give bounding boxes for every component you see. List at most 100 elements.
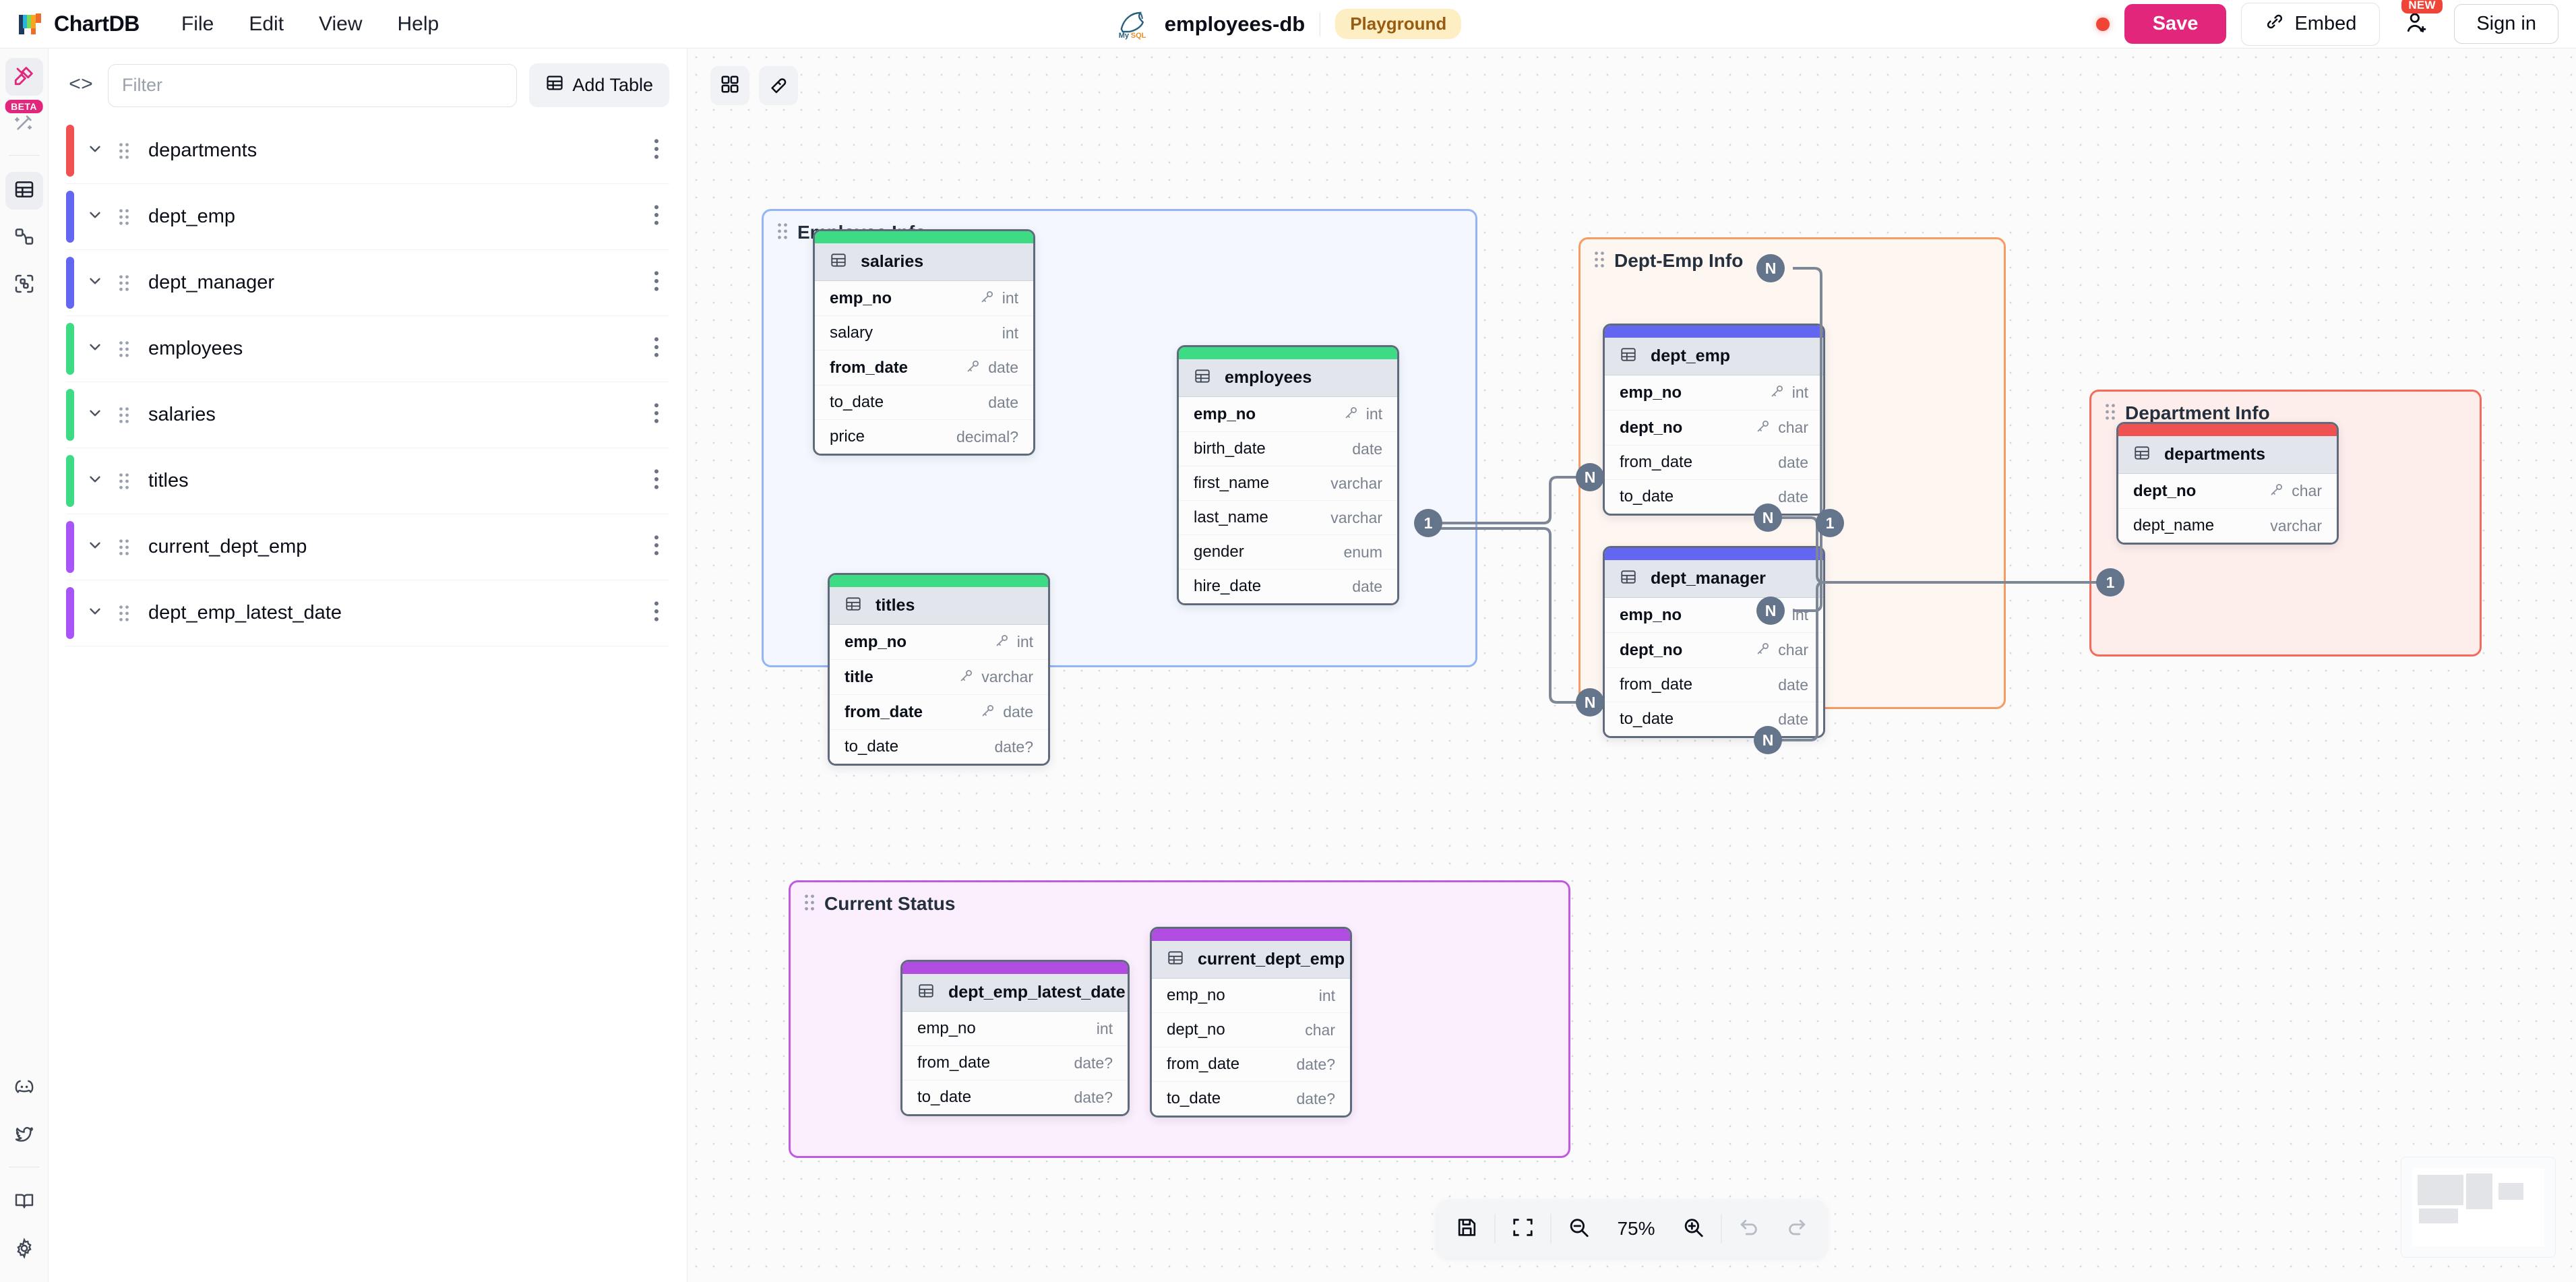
layout-grid-icon-button[interactable]: [710, 66, 749, 105]
chevron-down-icon[interactable]: [86, 404, 104, 426]
more-options-icon[interactable]: [653, 535, 660, 559]
chevron-down-icon[interactable]: [86, 338, 104, 360]
save-diagram-button[interactable]: [1443, 1205, 1490, 1252]
drag-handle-icon[interactable]: [119, 406, 129, 424]
sidebar-table-item-departments[interactable]: departments: [66, 118, 669, 184]
sidebar-table-item-dept_emp[interactable]: dept_emp: [66, 184, 669, 250]
twitter-icon-button[interactable]: [5, 1117, 43, 1155]
sidebar-table-item-dept_emp_latest_date[interactable]: dept_emp_latest_date: [66, 580, 669, 646]
zoom-in-button[interactable]: [1670, 1205, 1717, 1252]
fit-screen-button[interactable]: [1499, 1205, 1546, 1252]
table-header[interactable]: dept_manager: [1605, 560, 1823, 598]
drag-handle-icon[interactable]: [2105, 403, 2116, 424]
table-header[interactable]: employees: [1179, 359, 1397, 397]
table-header[interactable]: current_dept_emp: [1152, 941, 1350, 979]
sign-in-button[interactable]: Sign in: [2454, 4, 2558, 44]
diagram-editor-icon-button[interactable]: [5, 58, 43, 96]
chevron-down-icon[interactable]: [86, 272, 104, 294]
menu-help[interactable]: Help: [397, 12, 439, 35]
drag-handle-icon[interactable]: [777, 222, 788, 243]
menu-edit[interactable]: Edit: [249, 12, 284, 35]
sidebar-table-item-current_dept_emp[interactable]: current_dept_emp: [66, 514, 669, 580]
more-options-icon[interactable]: [653, 402, 660, 427]
chevron-down-icon[interactable]: [86, 140, 104, 162]
embed-button[interactable]: Embed: [2241, 2, 2381, 46]
more-options-icon[interactable]: [653, 138, 660, 163]
undo-button[interactable]: [1726, 1205, 1773, 1252]
filter-input[interactable]: [108, 63, 518, 107]
chevron-down-icon[interactable]: [86, 537, 104, 558]
canvas-minimap[interactable]: [2401, 1157, 2556, 1258]
more-options-icon[interactable]: [653, 468, 660, 493]
more-options-icon[interactable]: [653, 270, 660, 295]
table-header[interactable]: salaries: [815, 243, 1033, 281]
menu-file[interactable]: File: [181, 12, 214, 35]
sidebar-table-item-employees[interactable]: employees: [66, 316, 669, 382]
chevron-down-icon[interactable]: [86, 206, 104, 228]
group-current-status-header[interactable]: Current Status: [791, 882, 1568, 925]
save-button[interactable]: Save: [2124, 4, 2227, 44]
group-dept-emp-info-header[interactable]: Dept-Emp Info: [1581, 239, 2004, 282]
dependencies-icon-button[interactable]: [5, 266, 43, 304]
chevron-down-icon[interactable]: [86, 470, 104, 492]
database-name[interactable]: employees-db: [1164, 11, 1306, 36]
drag-handle-icon[interactable]: [119, 605, 129, 622]
sidebar-table-item-salaries[interactable]: salaries: [66, 382, 669, 448]
table-header[interactable]: departments: [2118, 436, 2337, 474]
drag-handle-icon[interactable]: [119, 142, 129, 160]
settings-icon-button[interactable]: [5, 1231, 43, 1269]
brand-logo-group[interactable]: ChartDB: [18, 11, 140, 36]
more-options-icon[interactable]: [653, 336, 660, 361]
drag-handle-icon[interactable]: [119, 208, 129, 226]
sidebar-table-item-titles[interactable]: titles: [66, 448, 669, 514]
drag-handle-icon[interactable]: [119, 340, 129, 358]
drag-handle-icon[interactable]: [804, 894, 815, 915]
discord-icon-button[interactable]: [5, 1070, 43, 1107]
group-department-info-header[interactable]: Department Info: [2091, 392, 2480, 435]
docs-icon-button[interactable]: [5, 1184, 43, 1221]
more-options-icon[interactable]: [653, 204, 660, 229]
more-options-icon[interactable]: [653, 601, 660, 625]
table-header[interactable]: dept_emp_latest_date: [902, 974, 1128, 1012]
code-brackets-icon[interactable]: <>: [69, 73, 94, 97]
drag-handle-icon[interactable]: [119, 274, 129, 292]
zoom-level-label[interactable]: 75%: [1617, 1218, 1655, 1239]
tables-icon-button[interactable]: [5, 172, 43, 210]
chevron-down-icon[interactable]: [86, 603, 104, 624]
drag-handle-icon[interactable]: [119, 472, 129, 490]
